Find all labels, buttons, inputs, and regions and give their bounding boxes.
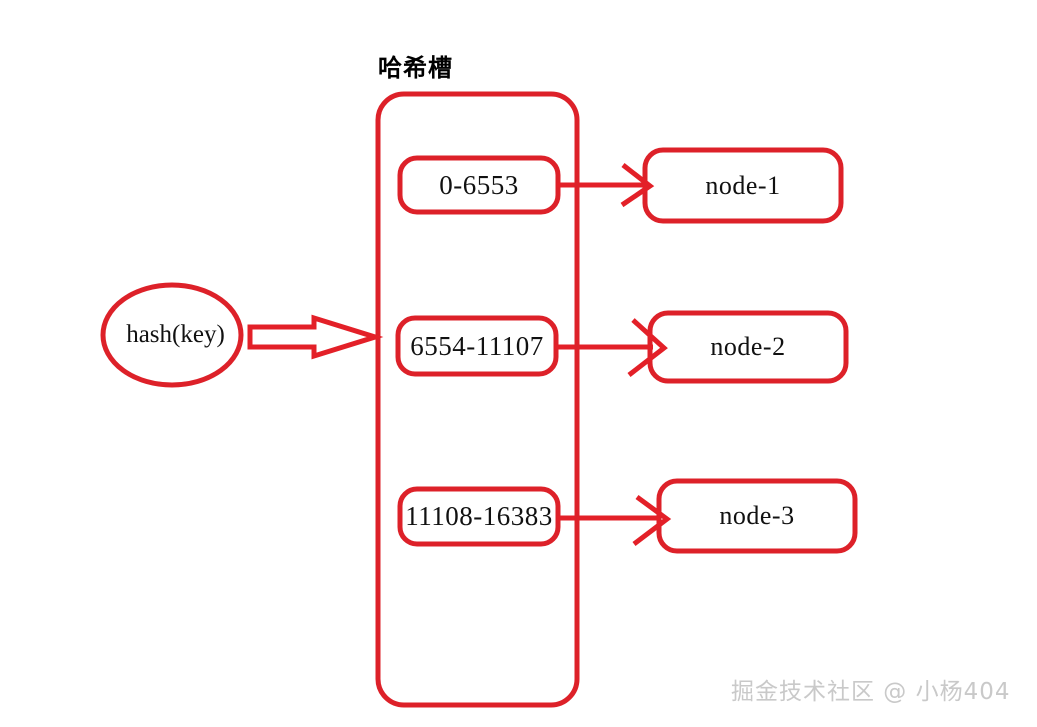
hash-slot-container [375, 91, 580, 708]
node-box-3 [656, 478, 858, 554]
node-box-2 [647, 310, 849, 384]
slot-box-1 [397, 155, 561, 215]
connector-arrowhead-1 [620, 163, 655, 208]
slot-box-2 [395, 315, 559, 377]
node-box-1 [642, 147, 844, 224]
watermark-text: 掘金技术社区 @ 小杨404 [731, 679, 1011, 705]
connector-arrowhead-3 [632, 494, 672, 546]
flow-block-arrow [247, 314, 384, 360]
hash-key-ellipse [100, 282, 244, 388]
page-title: 哈希槽 [378, 54, 453, 82]
slot-box-3 [397, 486, 561, 547]
connector-arrowhead-2 [627, 318, 668, 377]
